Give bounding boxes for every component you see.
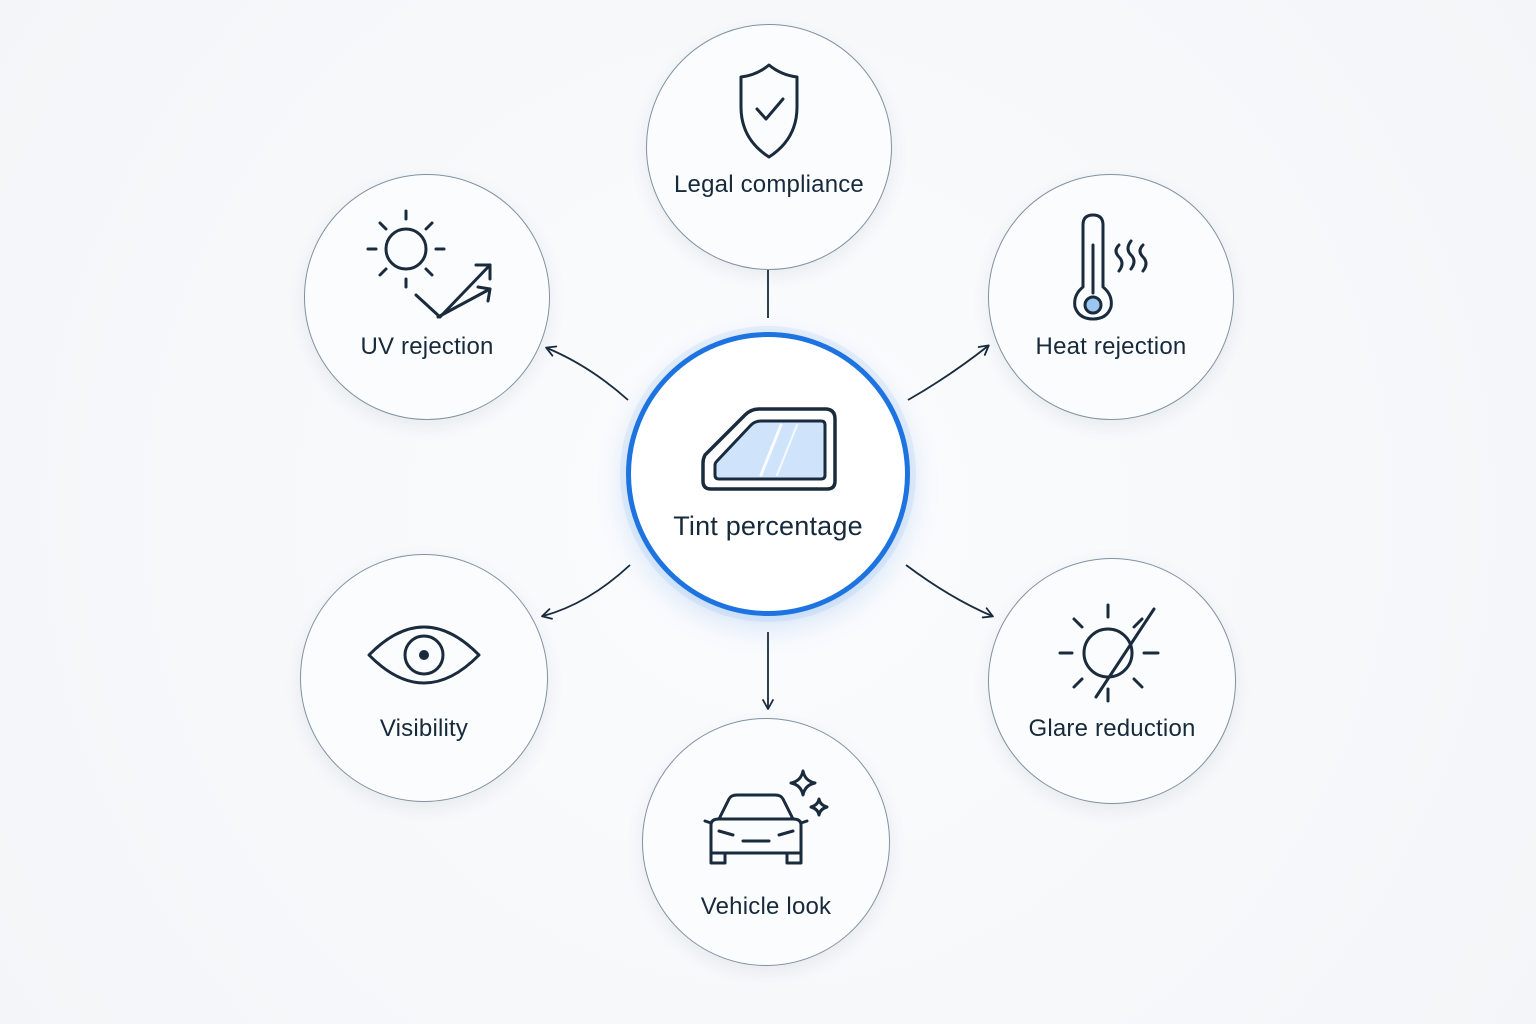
car-window-icon [697, 405, 841, 500]
node-visibility: Visibility [300, 554, 548, 802]
arrow-to-uv-rejection [545, 345, 629, 401]
arrow-to-visibility [541, 564, 631, 620]
node-label: Heat rejection [1035, 333, 1187, 360]
sun-slash-icon [1056, 601, 1168, 710]
node-label: UV rejection [360, 333, 494, 360]
arrow-to-heat-rejection [907, 344, 990, 401]
car-sparkle-icon [699, 767, 833, 876]
node-vehicle-look: Vehicle look [642, 718, 890, 966]
shield-check-icon [737, 59, 801, 168]
eye-icon [365, 615, 483, 700]
node-glare-reduction: Glare reduction [988, 558, 1236, 804]
sun-arrows-icon [360, 207, 494, 326]
node-uv-rejection: UV rejection [304, 174, 550, 420]
center-node-tint-percentage: Tint percentage [626, 332, 910, 616]
node-heat-rejection: Heat rejection [988, 174, 1234, 420]
node-label: Vehicle look [700, 893, 832, 920]
node-label: Legal compliance [674, 171, 864, 198]
center-label: Tint percentage [673, 511, 863, 541]
node-legal-compliance: Legal compliance [646, 24, 892, 270]
node-label: Glare reduction [1028, 715, 1196, 742]
arrow-to-glare-reduction [905, 564, 994, 619]
thermometer-heat-icon [1061, 209, 1161, 326]
node-label: Visibility [379, 715, 469, 742]
